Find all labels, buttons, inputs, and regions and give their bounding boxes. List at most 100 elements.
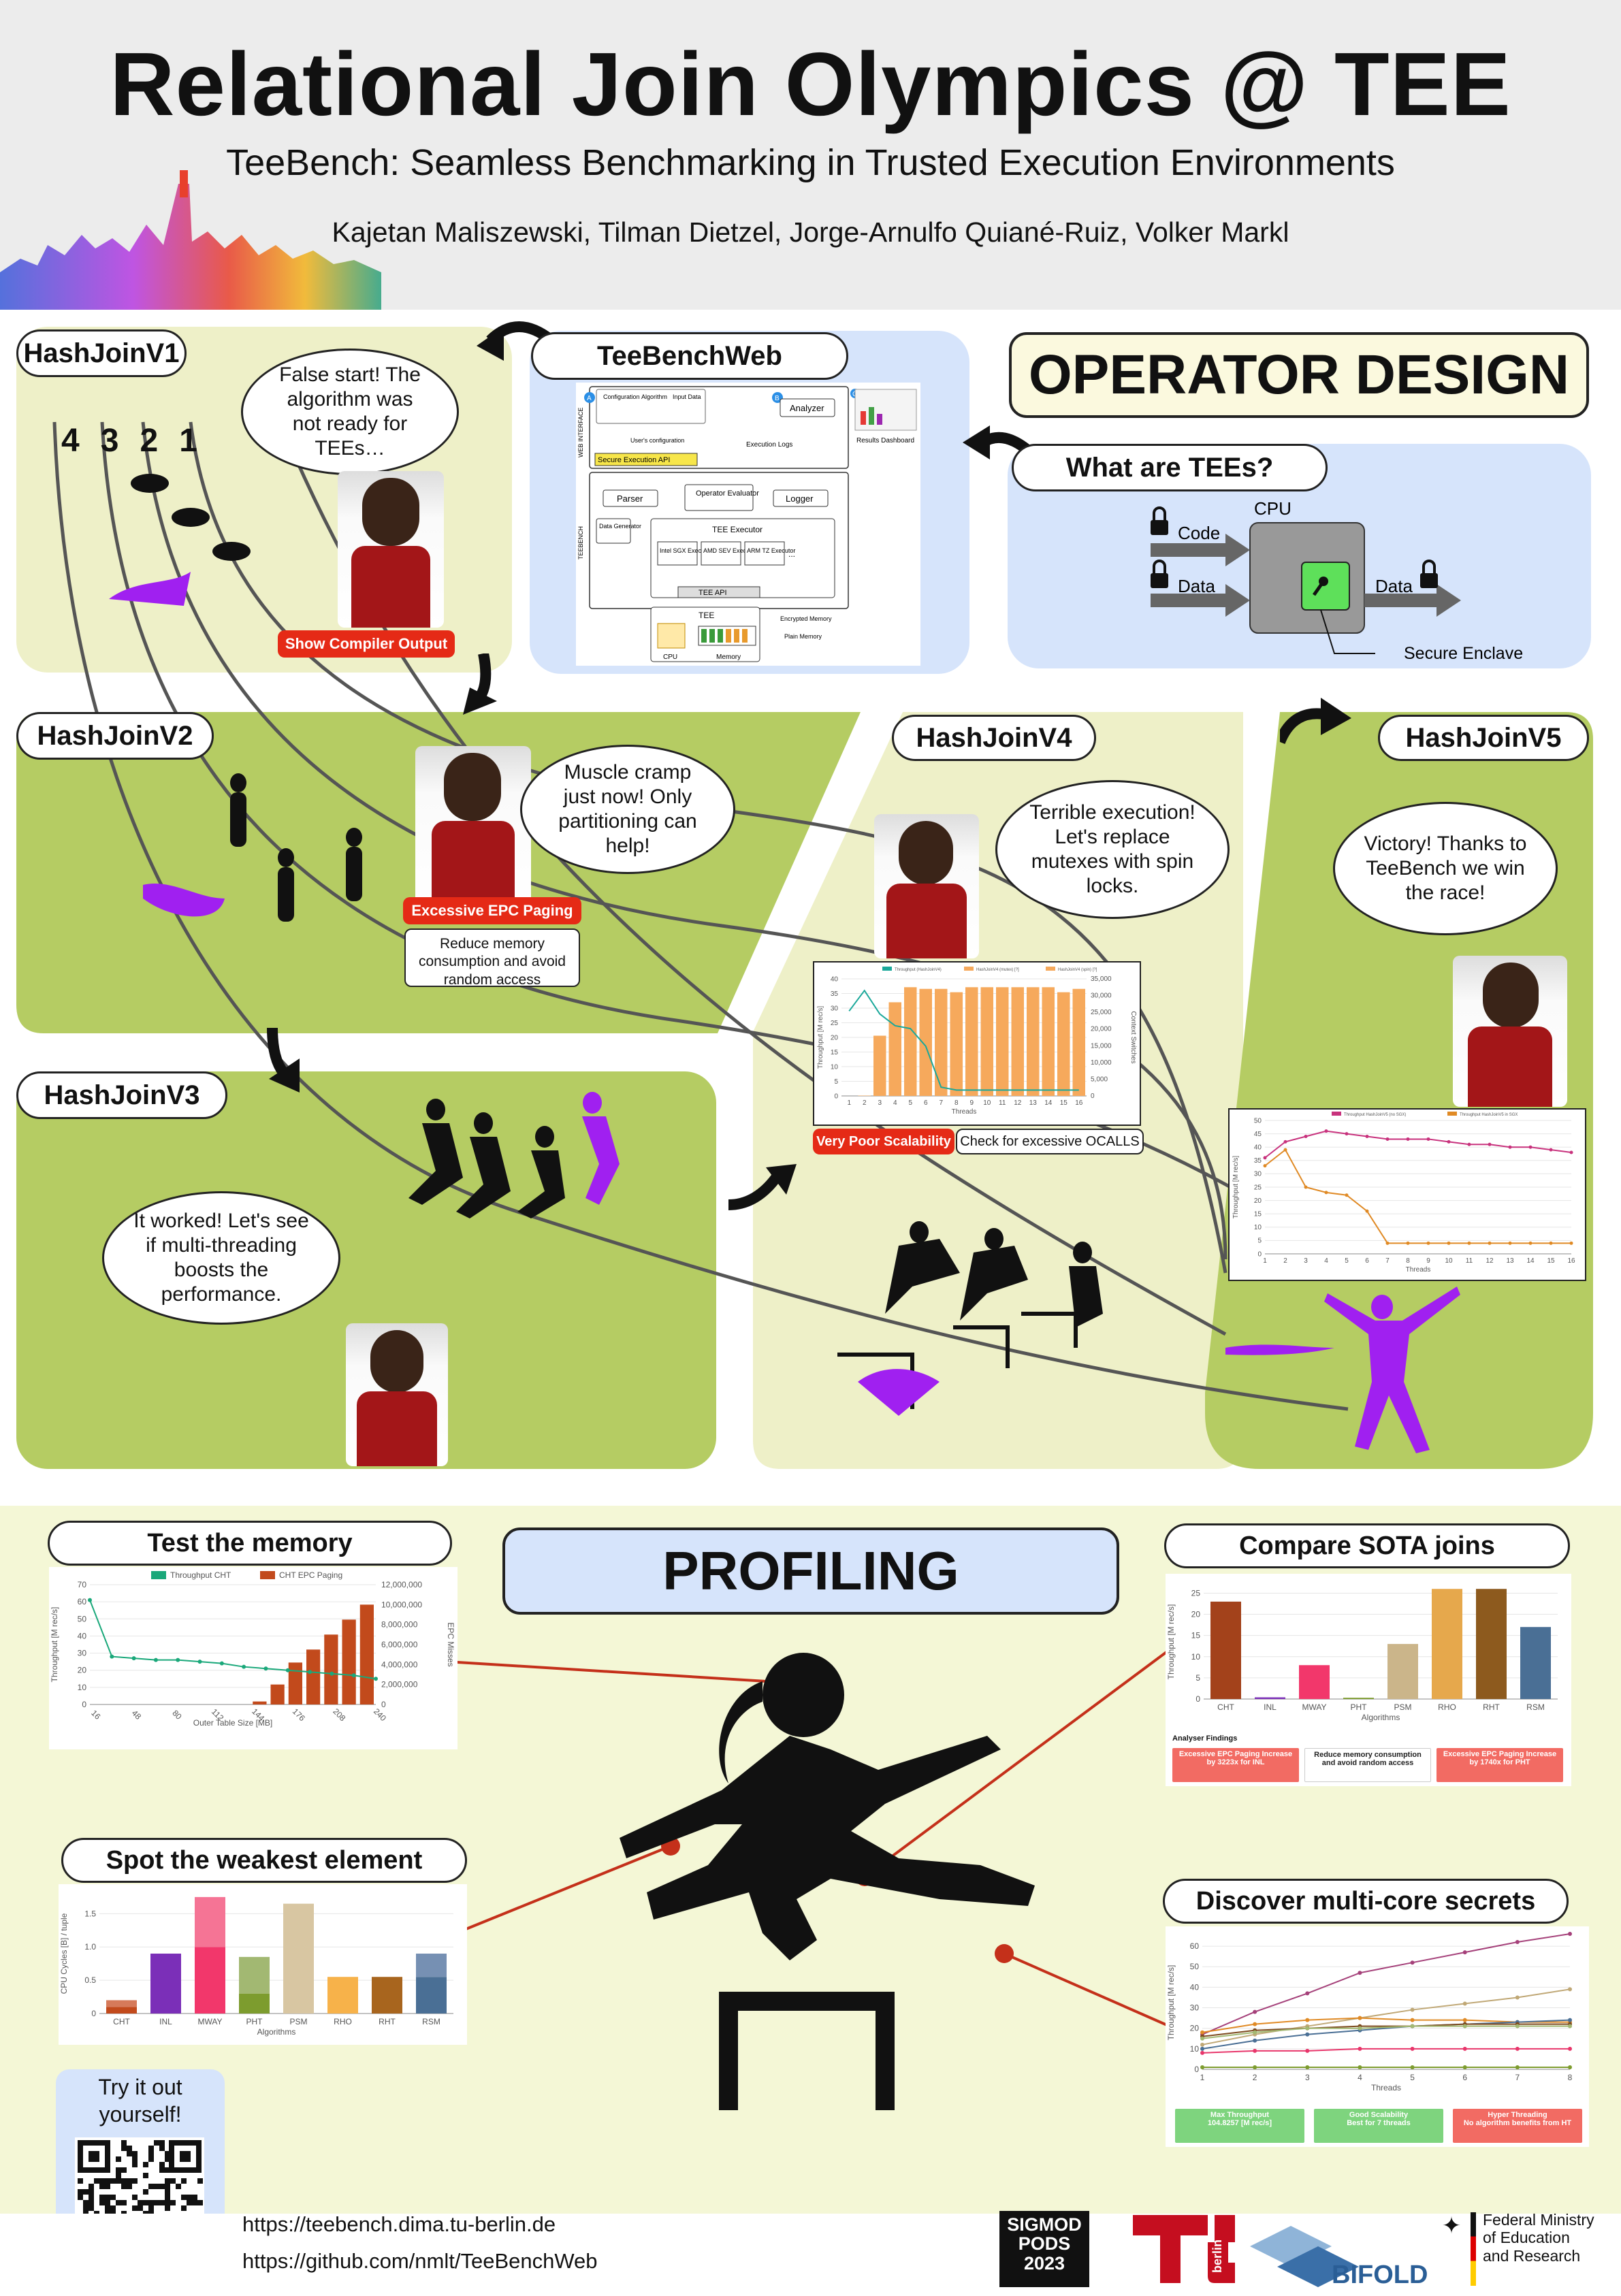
data-point <box>1568 2065 1572 2069</box>
qr-module <box>192 2200 197 2205</box>
teebench-site-link[interactable]: https://teebench.dima.tu-berlin.de <box>242 2212 556 2236</box>
qr-module <box>89 2200 94 2205</box>
lane-2: 2 <box>140 423 159 459</box>
x-tick-label: PSM <box>289 2017 307 2026</box>
qr-module <box>148 2205 154 2211</box>
multicore-finding-3-title: Hyper Threading <box>1488 2111 1547 2119</box>
x-tick-label: 15 <box>1547 1257 1555 1265</box>
x-tick-label: PHT <box>1351 1702 1368 1712</box>
winner-v5-image <box>1225 1287 1460 1453</box>
data-point <box>1200 2030 1204 2035</box>
y-tick-label: 15 <box>1254 1211 1262 1218</box>
diagram-cpu: CPU <box>663 653 677 661</box>
cycles-bar <box>372 1977 402 2014</box>
data-point <box>1410 1960 1415 1965</box>
throughput-bar <box>1210 1601 1241 1699</box>
data-point <box>1358 2016 1362 2020</box>
teebenchweb-tag: TeeBenchWeb <box>531 332 848 380</box>
secure-enclave-label: Secure Enclave <box>1404 644 1523 663</box>
context-switch-bar <box>904 987 917 1096</box>
sigmod-logo-line2: PODS <box>1018 2233 1071 2254</box>
x-axis-title: Algorithms <box>1362 1713 1400 1722</box>
context-switch-bar <box>950 992 963 1096</box>
github-link[interactable]: https://github.com/nmlt/TeeBenchWeb <box>242 2249 598 2273</box>
data-point <box>1253 2048 1257 2053</box>
throughput-bar <box>1343 1698 1374 1699</box>
context-switch-bar <box>1072 988 1085 1096</box>
presenter-v1-image <box>338 471 444 628</box>
y-tick-label: 45 <box>1254 1131 1262 1138</box>
data-point <box>1515 2046 1520 2051</box>
y-tick-label: 0 <box>834 1093 838 1100</box>
qr-module <box>121 2178 127 2184</box>
bifold-logo-text: BIFOLD <box>1332 2261 1427 2287</box>
diagram-web-label: WEB INTERFACE <box>577 407 584 457</box>
qr-module <box>132 2162 138 2167</box>
test-memory-tag: Test the memory <box>48 1521 452 1566</box>
x-tick-label: 3 <box>1304 1257 1308 1265</box>
multicore-finding-1-text: 104.8257 [M rec/s] <box>1207 2119 1272 2127</box>
excessive-epc-paging-button[interactable]: Excessive EPC Paging <box>403 897 581 924</box>
diagram-tee-executor: TEE Executor <box>712 525 763 534</box>
data-point <box>1200 2036 1204 2041</box>
federal-eagle-icon: ✦ <box>1441 2213 1462 2239</box>
x-tick-label: 8 <box>1406 1257 1410 1265</box>
tee-code-label: Code <box>1178 523 1220 543</box>
y-tick-label: 1.0 <box>84 1942 96 1952</box>
hashjoinv1-bubble: False start! The algorithm was not ready… <box>241 349 459 475</box>
data-point <box>1263 1164 1267 1168</box>
qr-module <box>143 2189 148 2195</box>
series-line <box>1202 1988 1571 2046</box>
series-line <box>1202 2017 1570 2033</box>
x-tick-label: 48 <box>130 1708 144 1721</box>
qr-module <box>192 2195 197 2200</box>
diagram-logger: Logger <box>786 494 814 504</box>
qr-module <box>78 2178 83 2184</box>
y-tick-label: 10 <box>1254 1224 1262 1231</box>
x-tick-label: 14 <box>1044 1099 1053 1107</box>
diagram-users-config: User's configuration <box>630 437 684 444</box>
presenter-v3-image <box>346 1323 448 1466</box>
qr-module <box>165 2178 170 2184</box>
qr-module <box>165 2200 170 2205</box>
series-line <box>1202 2025 1570 2039</box>
lane-4: 4 <box>61 423 80 459</box>
qr-module <box>170 2200 176 2205</box>
x-tick-label: 5 <box>908 1099 912 1107</box>
x-tick-label: 4 <box>893 1099 897 1107</box>
y2-tick-label: 8,000,000 <box>381 1620 418 1630</box>
y2-tick-label: 5,000 <box>1091 1076 1108 1083</box>
qr-module <box>110 2195 116 2200</box>
y-tick-label: 60 <box>78 1597 87 1606</box>
data-point <box>1406 1137 1410 1141</box>
series-line <box>1202 2023 1570 2037</box>
x-tick-label: 176 <box>291 1707 307 1723</box>
qr-module <box>105 2205 110 2211</box>
data-point <box>351 1673 356 1678</box>
throughput-bar <box>1432 1589 1462 1699</box>
cycles-bar <box>195 1947 225 2014</box>
qr-module <box>181 2205 187 2211</box>
cycles-bar <box>416 1977 447 2014</box>
legend-label: Throughput (HashJoinV4) <box>895 968 942 972</box>
context-switch-bar <box>996 987 1009 1096</box>
qr-module <box>165 2151 170 2156</box>
y-tick-label: 1.5 <box>84 1909 96 1918</box>
y-tick-label: 40 <box>831 975 839 983</box>
very-poor-scalability-button[interactable]: Very Poor Scalability <box>813 1129 954 1154</box>
y-axis-title: Throughput [M rec/s] <box>50 1607 59 1683</box>
x-tick-label: RHO <box>334 2017 352 2026</box>
legend-swatch <box>1332 1112 1341 1116</box>
data-point <box>1569 1241 1573 1245</box>
hashjoinv4-tag: HashJoinV4 <box>892 715 1096 761</box>
data-point <box>1462 2018 1467 2022</box>
x-tick-label: 9 <box>969 1099 974 1107</box>
series-line <box>1202 1933 1571 2035</box>
y-tick-label: 20 <box>831 1034 839 1041</box>
data-point <box>1406 1241 1410 1245</box>
show-compiler-output-button[interactable]: Show Compiler Output <box>278 630 455 658</box>
y-tick-label: 5 <box>834 1078 838 1086</box>
qr-module <box>165 2156 170 2162</box>
x-tick-label: 6 <box>924 1099 928 1107</box>
